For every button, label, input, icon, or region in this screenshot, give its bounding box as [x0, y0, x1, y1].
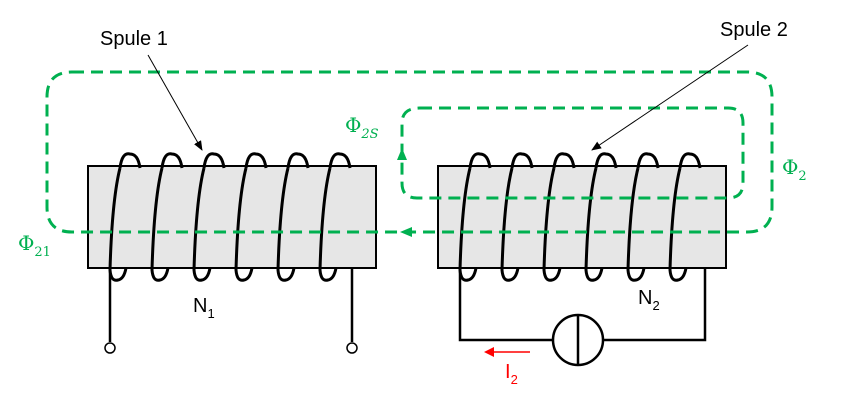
- coil2-winding: [500, 152, 534, 282]
- coil2-pointer: [591, 44, 749, 151]
- coil1-winding: [234, 152, 268, 282]
- n1-label: N1: [193, 295, 215, 321]
- coil2-label: Spule 2: [720, 19, 788, 41]
- flux-loop-phi2: [45, 70, 774, 234]
- core-1: [87, 165, 377, 269]
- flux-arrow-left: [400, 227, 412, 237]
- flux-arrow-up: [397, 148, 407, 160]
- flux-loop-phi2s: [400, 106, 745, 200]
- coil2-winding: [542, 152, 576, 282]
- coil1-label: Spule 1: [100, 28, 168, 50]
- coil1-winding: [276, 152, 310, 282]
- terminal-2: [346, 342, 358, 354]
- coil2-winding: [626, 152, 660, 282]
- core-2: [437, 165, 727, 269]
- phi2-label: Φ2: [782, 155, 807, 184]
- coil1-winding: [192, 152, 226, 282]
- coil2-circuit: [458, 268, 707, 342]
- n2-label: N2: [638, 287, 660, 313]
- phi2s-label: Φ2S: [345, 113, 379, 142]
- coil1-winding: [150, 152, 184, 282]
- terminal-1: [104, 342, 116, 354]
- coil2-winding: [584, 152, 618, 282]
- coil1-winding: [318, 152, 352, 282]
- coil2-winding: [668, 152, 702, 282]
- coil1-pointer: [147, 54, 203, 151]
- current-label: I2: [505, 361, 518, 387]
- phi21-label: Φ21: [18, 231, 51, 260]
